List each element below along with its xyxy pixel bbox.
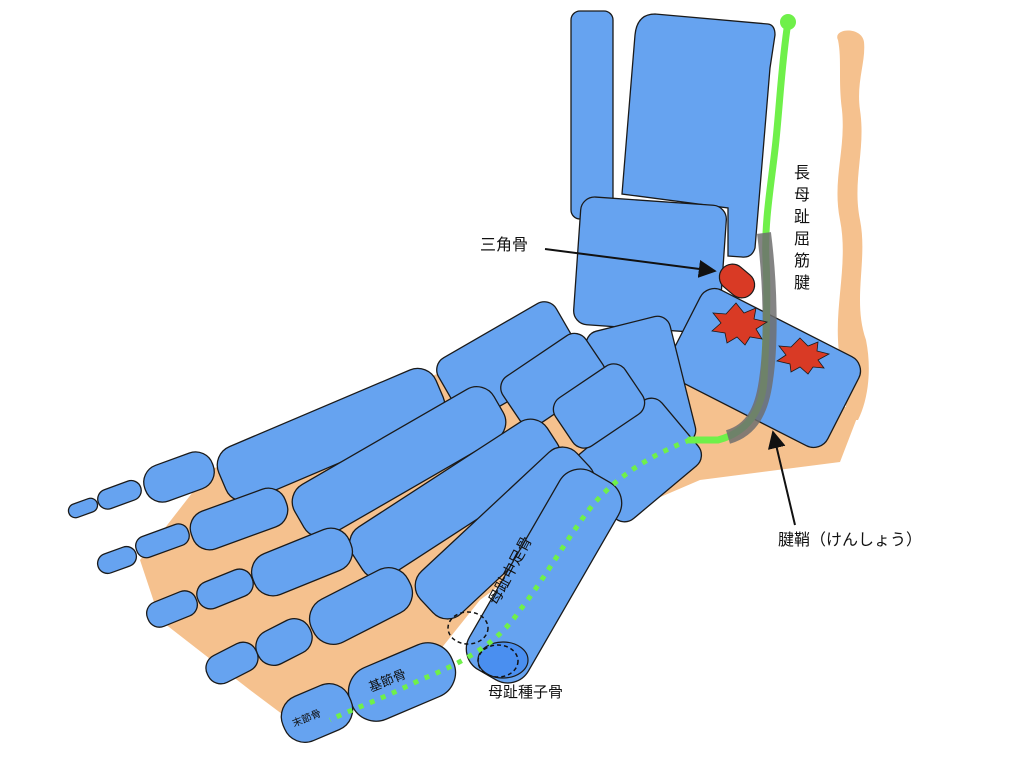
- fhl-tendon-label: 長母趾屈筋腱: [794, 163, 810, 292]
- fhl-tendon-label-char: 母: [794, 185, 810, 204]
- sesamoid-bone: [477, 641, 529, 679]
- sheath-arrow: [767, 430, 796, 526]
- phalanx-bone: [205, 641, 259, 685]
- tibia-bone: [621, 13, 776, 258]
- inflammation-star-icon: [711, 302, 769, 346]
- tendon-dotted-course: [328, 437, 691, 723]
- fhl-tendon-label-char: 筋: [794, 251, 810, 270]
- distal-phalanx-bone: [280, 683, 354, 743]
- phalanx-bone: [308, 567, 414, 645]
- phalanx-bone: [145, 590, 199, 628]
- sesamoid-outline: [447, 611, 489, 645]
- phalanx-bone: [143, 451, 215, 503]
- tendon-sheath-label: 腱鞘（けんしょう）: [778, 530, 922, 549]
- fhl-tendon-label-char: 腱: [794, 273, 810, 292]
- tendon-sheath: [725, 232, 777, 444]
- phalanx-bone: [250, 527, 354, 597]
- fhl-tendon-label-char: 趾: [794, 207, 810, 226]
- sesamoid-label: 母趾種子骨: [488, 683, 563, 701]
- phalanx-bone: [96, 545, 138, 575]
- achilles-tendon: [837, 30, 869, 420]
- tendon-origin: [780, 14, 796, 30]
- fibula-bone: [570, 10, 614, 220]
- inflammation-star-icon: [776, 337, 831, 375]
- os-trigonum-arrow: [544, 248, 717, 278]
- cuneiform-bone: [552, 363, 646, 449]
- fhl-tendon-label-char: 長: [794, 163, 810, 182]
- os-trigonum-bone: [718, 263, 756, 299]
- metatarsal-bone: [291, 386, 507, 538]
- svg-text:長母趾屈筋腱: 長母趾屈筋腱: [794, 163, 810, 292]
- phalanx-bone: [196, 568, 254, 610]
- phalanx-bone: [97, 479, 142, 510]
- phalanx-bone: [135, 523, 190, 559]
- sesamoid-outline: [477, 644, 519, 678]
- metatarsal-bone: [348, 418, 562, 580]
- os-trigonum-label: 三角骨: [480, 235, 528, 254]
- phalanx-bone: [189, 487, 289, 551]
- phalanx-bone: [67, 497, 99, 519]
- fhl-tendon-label-char: 屈: [794, 229, 810, 248]
